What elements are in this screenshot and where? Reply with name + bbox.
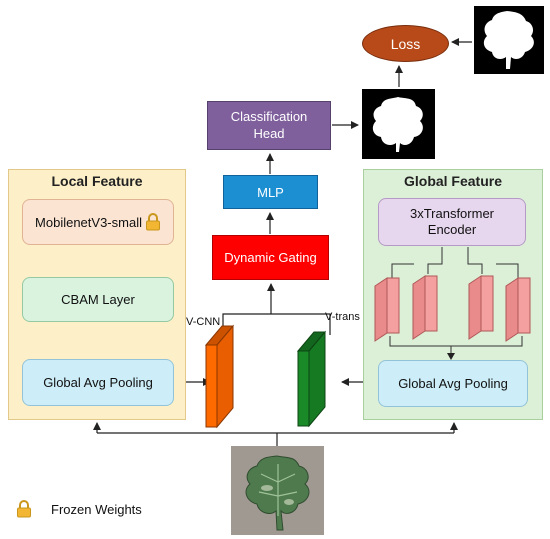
v-cnn-label: V-CNN (186, 316, 221, 328)
transformer-layer-3 (468, 275, 494, 340)
vector-trans-bar (296, 330, 327, 428)
cbam-block: CBAM Layer (22, 277, 174, 322)
legend-lock-icon (17, 500, 31, 518)
lock-icon (145, 213, 160, 231)
global-feature-title: Global Feature (403, 173, 503, 189)
transformer-label-line1: 3xTransformer (409, 205, 495, 221)
transformer-layer-1 (374, 277, 400, 342)
head-label-line1: Classification (230, 109, 308, 125)
global-pooling-label: Global Avg Pooling (398, 376, 508, 391)
transformer-layer-4 (505, 277, 531, 342)
transformer-layer-2 (412, 275, 438, 340)
dynamic-gating-block: Dynamic Gating (212, 235, 329, 280)
loss-label: Loss (390, 35, 421, 52)
classification-head-block: Classification Head (207, 101, 331, 150)
local-pooling-block: Global Avg Pooling (22, 359, 174, 406)
predicted-leaf-mask-image (362, 89, 435, 159)
loss-node: Loss (362, 25, 449, 62)
mobilenet-block: MobilenetV3-small (22, 199, 174, 245)
transformer-label-line2: Encoder (427, 222, 477, 237)
vector-cnn-bar (204, 324, 235, 429)
v-trans-label: V-trans (325, 311, 360, 323)
local-pooling-label: Global Avg Pooling (43, 375, 153, 390)
local-feature-title: Local Feature (51, 173, 143, 189)
cbam-label: CBAM Layer (61, 292, 135, 307)
global-pooling-block: Global Avg Pooling (378, 360, 528, 407)
mlp-block: MLP (223, 175, 318, 209)
legend-frozen-weights-label: Frozen Weights (51, 502, 142, 517)
mlp-label: MLP (257, 184, 284, 200)
mobilenet-label: MobilenetV3-small (35, 214, 142, 230)
input-leaf-photo (231, 446, 324, 535)
wire-vcnn-merge (222, 313, 331, 335)
ground-truth-leaf-mask-image (474, 6, 544, 74)
transformer-block: 3xTransformer Encoder (378, 198, 526, 246)
head-label-line2: Head (253, 125, 285, 141)
dynamic-gating-label: Dynamic Gating (224, 250, 317, 265)
